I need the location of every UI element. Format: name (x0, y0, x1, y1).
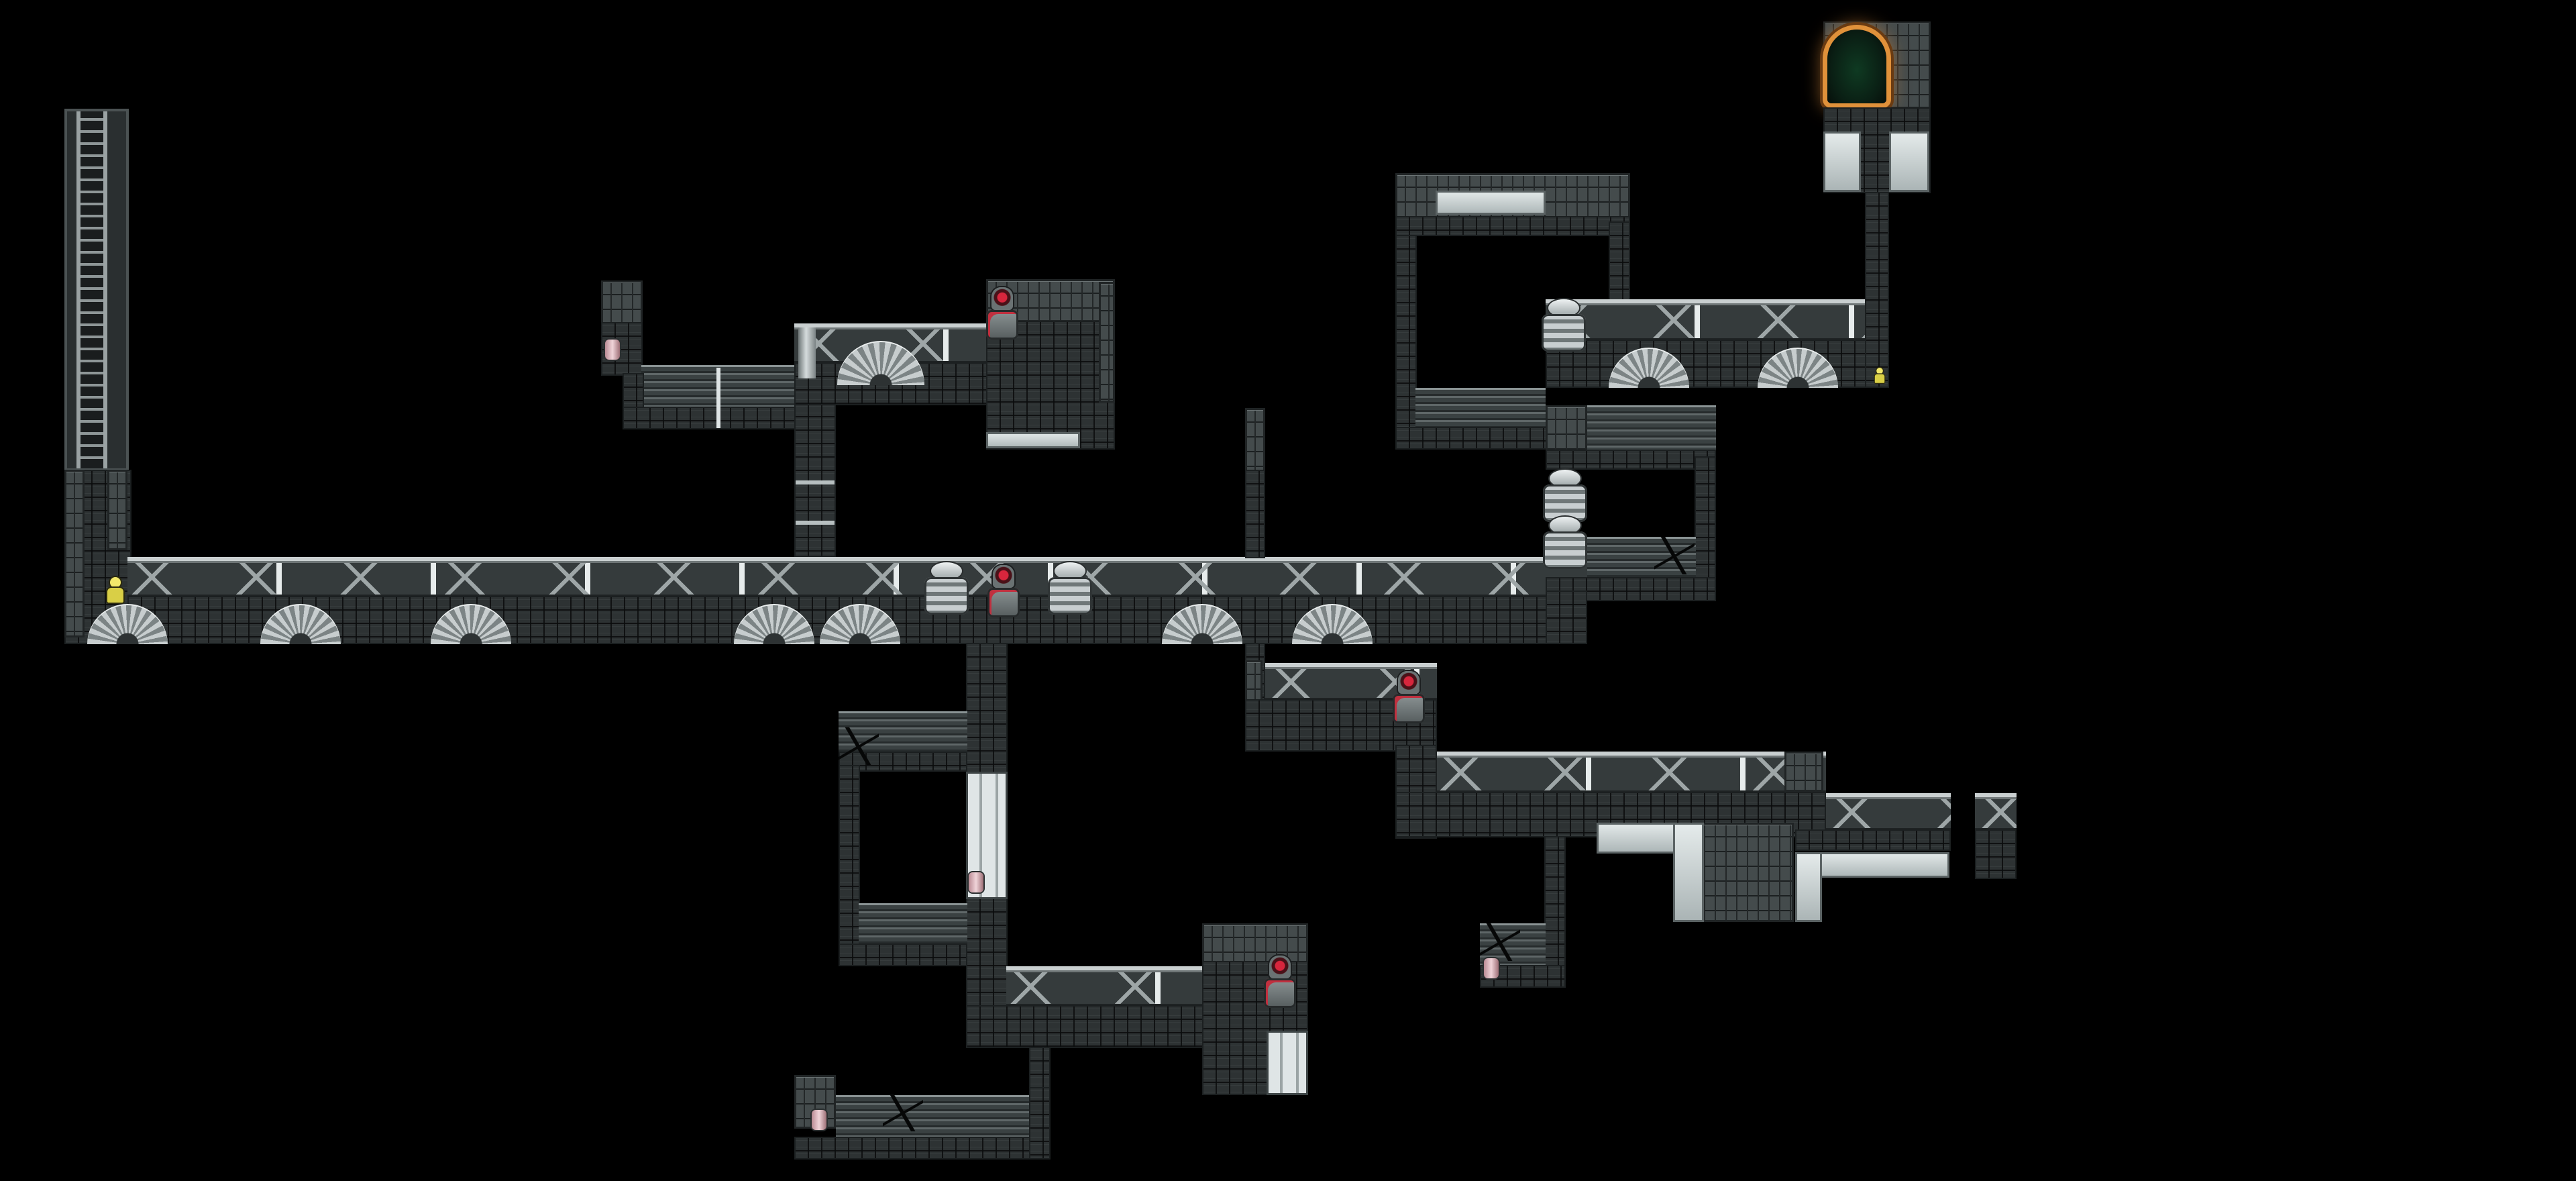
ladder-base-console-right (107, 470, 127, 550)
pink-canister[interactable] (969, 872, 983, 892)
chemical-tank (1540, 299, 1587, 353)
chemical-tank (1542, 470, 1589, 523)
portal-room-floor-light (1823, 132, 1861, 192)
portal-descent-corridor (1865, 192, 1889, 388)
player-character[interactable] (105, 577, 126, 604)
upper-right-room-right-floor (1609, 221, 1630, 302)
far-right-railing (1826, 793, 1951, 831)
security-robot[interactable] (1261, 956, 1299, 1009)
floor-crack (1480, 923, 1520, 961)
chemical-tank (1046, 562, 1093, 616)
security-robot[interactable] (983, 287, 1021, 341)
lower-right-long-railing (1437, 752, 1826, 793)
pink-canister[interactable] (812, 1110, 826, 1130)
isolated-railing (1975, 793, 2017, 831)
floor-crack (1654, 537, 1695, 574)
yellow-star-pickup[interactable] (1873, 368, 1886, 384)
bottom-room-wall (836, 1095, 1030, 1139)
lower-middle-grate (1267, 1031, 1308, 1095)
chemical-tank (923, 562, 970, 616)
left-vertical-connector (794, 376, 836, 557)
bottom-room-console (794, 1075, 836, 1129)
upper-right-lower-wall (1415, 388, 1546, 431)
shaft-console (1245, 408, 1265, 475)
upper-right-monitor (1436, 191, 1546, 215)
bottom-room-right-column (1029, 1087, 1051, 1160)
far-right-floor (1795, 829, 1951, 851)
lower-right-console (1784, 752, 1823, 792)
upper-right-room-top-floor (1395, 216, 1630, 236)
upper-right-room-left-wall-floor (1395, 221, 1417, 450)
lower-loop-left-floor (839, 765, 860, 966)
control-room-side-console (1099, 282, 1115, 403)
pink-canister[interactable] (1484, 958, 1499, 978)
alcove-console (601, 280, 643, 329)
upper-left-corridor-floor (623, 407, 797, 429)
lower-loop-bottom-wall (859, 903, 967, 946)
middle-vertical-shaft (1245, 470, 1265, 558)
lower-right-white-column (1795, 852, 1822, 922)
pink-canister[interactable] (605, 340, 620, 360)
lower-right-white-block (1597, 823, 1677, 854)
lower-middle-railing (1006, 966, 1208, 1007)
portal-room-floor-light-right (1889, 132, 1929, 192)
upper-right-lower-floor (1395, 427, 1550, 450)
alcove-floor (601, 322, 643, 376)
chemical-tank (1542, 517, 1589, 570)
exit-portal[interactable] (1827, 30, 1886, 103)
floor-crack (883, 1094, 923, 1131)
right-mid-console (1546, 405, 1587, 452)
connector-marker (796, 521, 835, 525)
bottom-room-floor (794, 1137, 1051, 1160)
right-mid-connector (1546, 590, 1587, 644)
security-robot[interactable] (1390, 671, 1428, 725)
lower-loop-bottom-floor (839, 943, 967, 966)
lower-middle-floor (966, 1005, 1208, 1048)
security-robot[interactable] (985, 565, 1022, 619)
control-room-floor-panel (986, 432, 1080, 448)
floor-crack (839, 727, 879, 765)
connector-marker (796, 480, 835, 484)
support-pillar (798, 327, 816, 378)
lower-right-white-pillar (1673, 823, 1704, 922)
lower-right-descent (1544, 836, 1566, 986)
isolated-floor (1975, 829, 2017, 879)
right-mid-floor (1546, 450, 1716, 470)
main-corridor-railing (127, 557, 1587, 597)
wall-light-strip (716, 368, 720, 428)
ladder-base-console (64, 470, 85, 637)
control-room-floor (986, 321, 1115, 450)
upper-right-gear-railing (1546, 299, 1868, 341)
ladder[interactable] (64, 109, 129, 471)
